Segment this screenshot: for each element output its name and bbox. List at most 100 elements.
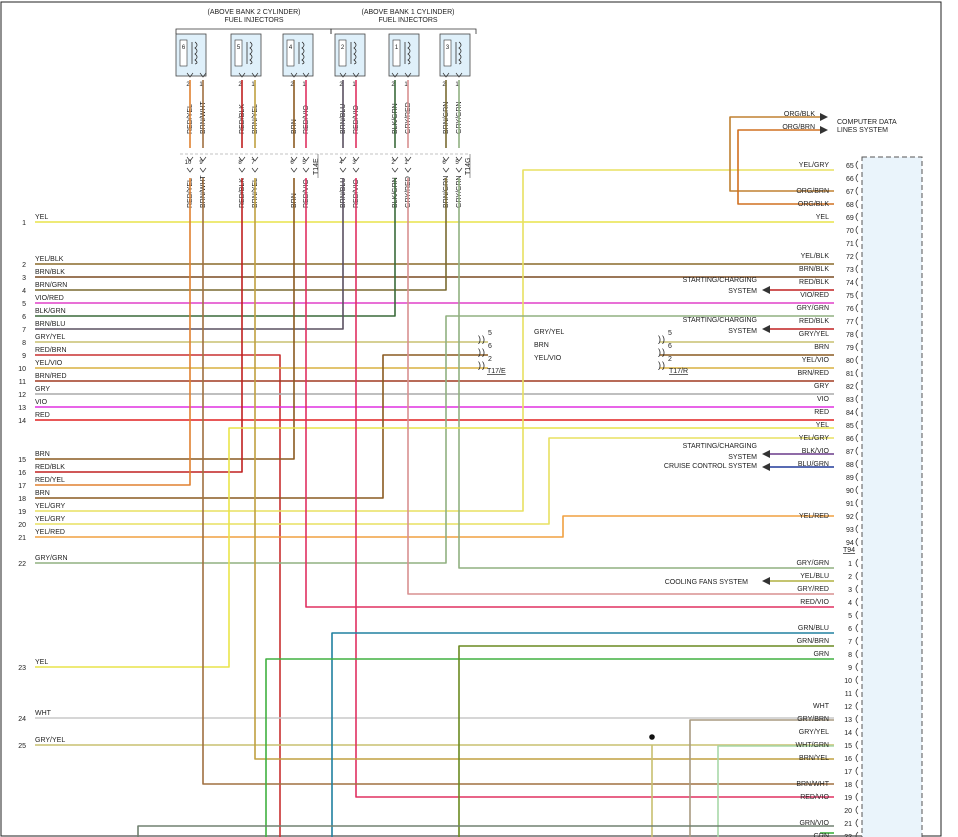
- t17r-bracket: ): [662, 347, 665, 357]
- ecm-pin-number: 7: [848, 639, 852, 646]
- injector-number: 4: [289, 45, 293, 51]
- ecm-pin-number: 18: [844, 782, 852, 789]
- pin-socket-icon: [855, 511, 859, 521]
- ecm-pin-number: 93: [846, 527, 854, 534]
- ecm-pin-number: 16: [844, 756, 852, 763]
- pin-socket-icon: [855, 753, 859, 763]
- wire-grn-blu-b6: [331, 632, 834, 837]
- left-row-number: 3: [22, 275, 26, 282]
- pin-socket-icon: [855, 727, 859, 737]
- injector-pin-number: 1: [455, 82, 459, 88]
- ecm-pins-group: 65YEL/GRY6667ORG/BRN68ORG/BLK69YEL707172…: [796, 160, 859, 837]
- connector-pin-number: 5: [302, 160, 306, 166]
- left-wire-label: YEL/GRY: [35, 503, 66, 510]
- wire-gry-red-b3: [407, 178, 834, 595]
- injector-pin-number: 2: [391, 82, 395, 88]
- pin-socket-icon: [855, 394, 859, 404]
- coil-icon: [191, 41, 198, 65]
- wire-yel-gry-19: [35, 169, 834, 512]
- ecm-pin-number: 2: [848, 574, 852, 581]
- ecm-pin-number: 89: [846, 475, 854, 482]
- left-row-number: 4: [22, 288, 26, 295]
- ecm-pin-label: RED/BLK: [799, 318, 829, 325]
- ecm-pin-label: YEL/BLK: [801, 253, 830, 260]
- t17-wire-label: BRN: [534, 342, 549, 349]
- left-wire-label: VIO/RED: [35, 295, 64, 302]
- left-wire-label: GRY/YEL: [35, 737, 65, 744]
- ecm-pin-number: 13: [844, 717, 852, 724]
- pin-socket-icon: [855, 537, 859, 547]
- t17e-pin: 6: [488, 343, 492, 350]
- left-row-number: 23: [18, 665, 26, 672]
- pin-socket-icon: [855, 498, 859, 508]
- ecm-pin-number: 5: [848, 613, 852, 620]
- wire-yel-23: [35, 427, 834, 668]
- wire-gry-grn-22: [35, 315, 834, 564]
- cruise-control-label: CRUISE CONTROL SYSTEM: [664, 463, 757, 470]
- left-row-number: 24: [18, 716, 26, 723]
- pin-arrow-icon: [455, 156, 463, 173]
- wire-grn-vio-b21: [137, 825, 834, 837]
- ecm-pin-number: 21: [844, 821, 852, 828]
- left-row-number: 8: [22, 340, 26, 347]
- t17e-bracket: ): [478, 334, 481, 344]
- pin-arrow-icon: [199, 156, 207, 173]
- left-wire-label: YEL/GRY: [35, 516, 66, 523]
- wire-red-brn-9: [35, 354, 281, 837]
- t17e-pin: 5: [488, 330, 492, 337]
- t17e-bracket: ): [482, 347, 485, 357]
- pin-socket-icon: [855, 303, 859, 313]
- pin-socket-icon: [855, 186, 859, 196]
- ecm-pin-number: 87: [846, 449, 854, 456]
- left-wire-label: RED/YEL: [35, 477, 65, 484]
- ecm-pin-number: 20: [844, 808, 852, 815]
- bank1-bracket: [330, 28, 477, 34]
- ecm-pin-label: GRY/YEL: [799, 729, 829, 736]
- left-row-number: 10: [18, 366, 26, 373]
- pin-socket-icon: [855, 173, 859, 183]
- wire-brn-15: [35, 178, 295, 460]
- t17-wire-label: GRY/YEL: [534, 329, 564, 336]
- injector-number: 2: [341, 45, 345, 51]
- pin-socket-icon: [855, 329, 859, 339]
- ecm-pin-number: 86: [846, 436, 854, 443]
- connector-pin-number: 3: [352, 160, 356, 166]
- ecm-pin-number: 92: [846, 514, 854, 521]
- wire-grn-b8: [265, 658, 834, 837]
- left-wire-label: GRY/GRN: [35, 555, 68, 562]
- computer-data-label-1: COMPUTER DATA: [837, 119, 897, 126]
- ecm-pin-number: 90: [846, 488, 854, 495]
- ecm-pin-number: 88: [846, 462, 854, 469]
- ecm-pin-number: 85: [846, 423, 854, 430]
- ecm-pin-number: 77: [846, 319, 854, 326]
- pin-socket-icon: [855, 584, 859, 594]
- ecm-pin-label: YEL/BLU: [800, 573, 829, 580]
- pin-arrow-icon: [186, 156, 194, 173]
- t17r-bracket: ): [658, 334, 661, 344]
- injector-num-box: [392, 39, 401, 67]
- left-row-number: 5: [22, 301, 26, 308]
- pin-socket-icon: [855, 779, 859, 789]
- ecm-pin-label: YEL/RED: [799, 513, 829, 520]
- bank1-header-line2: FUEL INJECTORS: [378, 17, 437, 24]
- left-row-number: 6: [22, 314, 26, 321]
- pin-socket-icon: [855, 740, 859, 750]
- left-wire-label: BLK/GRN: [35, 308, 66, 315]
- ecm-box: [861, 156, 923, 837]
- t17r-bracket: ): [662, 334, 665, 344]
- ecm-pin-number: 11: [845, 691, 852, 698]
- connector-pin-number: 1: [404, 160, 408, 166]
- ecm-pin-label: ORG/BRN: [796, 188, 829, 195]
- pin-socket-icon: [855, 459, 859, 469]
- ecm-pin-number: 81: [846, 371, 854, 378]
- connector-pin-number: 5: [455, 160, 459, 166]
- left-wire-label: BRN: [35, 490, 50, 497]
- ecm-pin-number: 72: [846, 254, 854, 261]
- t17r-pin: 2: [668, 356, 672, 363]
- wire-org-blk-68: [737, 129, 834, 205]
- ecm-pin-number: 8: [848, 652, 852, 659]
- pin-arrow-icon: [186, 72, 194, 78]
- ecm-pin-number: 66: [846, 176, 854, 183]
- coil-icon: [350, 41, 357, 65]
